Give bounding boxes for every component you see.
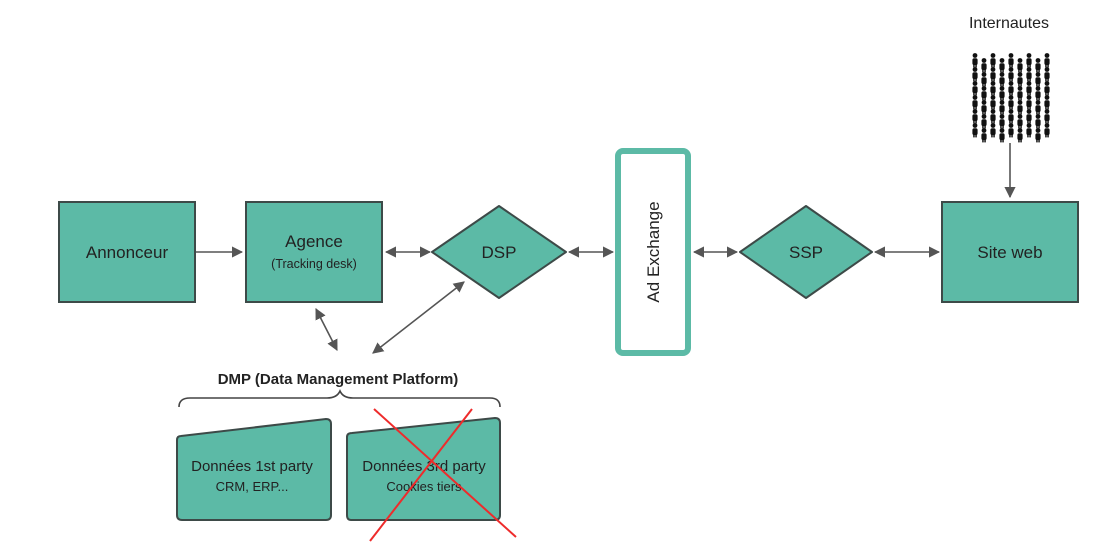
node-dsp-label: DSP bbox=[482, 243, 517, 262]
dmp-first-party-label: Données 1st party bbox=[191, 458, 313, 475]
crowd-icon bbox=[972, 53, 1050, 143]
dmp-title: DMP (Data Management Platform) bbox=[218, 371, 459, 388]
node-agence-label: Agence bbox=[285, 232, 343, 251]
node-site-web-label: Site web bbox=[977, 243, 1042, 262]
node-ssp-label: SSP bbox=[789, 243, 823, 262]
arrow-dsp-dmp bbox=[372, 281, 465, 354]
internautes-label: Internautes bbox=[969, 15, 1049, 32]
node-site-web: Site web bbox=[941, 201, 1079, 303]
dmp-first-party: Données 1st party CRM, ERP... bbox=[176, 418, 332, 521]
node-ad-exchange-label: Ad Exchange bbox=[644, 201, 663, 302]
strike-cross-icon bbox=[369, 408, 517, 542]
node-dsp: DSP bbox=[431, 205, 567, 299]
node-annonceur: Annonceur bbox=[58, 201, 196, 303]
dmp-first-party-sublabel: CRM, ERP... bbox=[216, 479, 289, 494]
dmp-third-party: Données 3rd party Cookies tiers bbox=[346, 417, 501, 521]
arrow-agence-dmp bbox=[315, 308, 338, 351]
node-ssp: SSP bbox=[739, 205, 873, 299]
node-agence: Agence (Tracking desk) bbox=[245, 201, 383, 303]
node-ad-exchange: Ad Exchange bbox=[615, 148, 691, 356]
dmp-third-party-sublabel: Cookies tiers bbox=[386, 479, 462, 494]
node-agence-sublabel: (Tracking desk) bbox=[271, 257, 357, 271]
dmp-third-party-label: Données 3rd party bbox=[362, 458, 486, 475]
dmp-brace bbox=[178, 388, 501, 408]
node-annonceur-label: Annonceur bbox=[86, 243, 169, 262]
